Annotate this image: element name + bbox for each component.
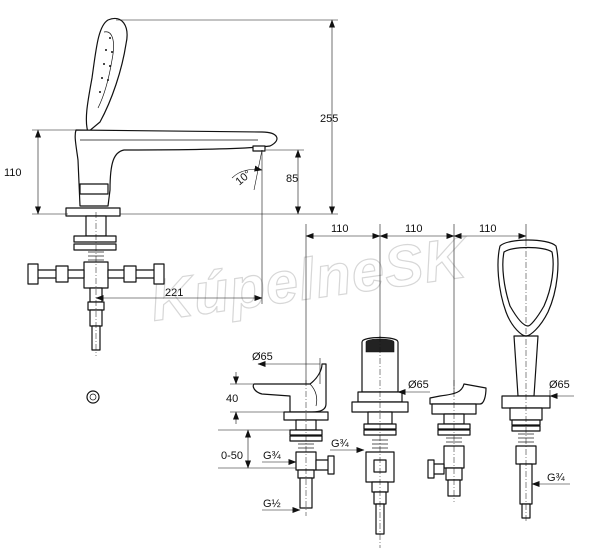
dim-spacing-3: 110 (479, 223, 497, 235)
dim-thread-half: G½ (263, 498, 281, 510)
side-view: 255 110 85 10° 221 (4, 17, 338, 404)
front-hand-shower (497, 239, 559, 522)
dim-diameter-shower: Ø65 (549, 379, 570, 391)
dim-diameter-left: Ø65 (252, 351, 273, 363)
dim-total-height: 255 (320, 113, 338, 125)
dim-thread-left: G¾ (263, 450, 282, 462)
dim-projection: 221 (165, 287, 183, 299)
dim-angle: 10° (233, 168, 253, 188)
front-valve-left (252, 363, 335, 516)
dim-spout-height: 110 (4, 167, 22, 179)
dim-outlet-height: 85 (286, 173, 298, 185)
side-nut-right (123, 265, 137, 283)
front-view: 110 110 110 (218, 223, 574, 548)
dim-diameter-spout: Ø65 (408, 379, 429, 391)
side-spout-body (74, 129, 278, 207)
side-hand-shower (85, 17, 128, 133)
side-fitting-left (27, 263, 39, 285)
side-nut-left (55, 265, 69, 283)
side-deck-plate (65, 207, 121, 217)
side-aerator (252, 145, 266, 152)
side-spray-nozzles (99, 37, 113, 93)
dim-spacing-2: 110 (405, 223, 423, 235)
dim-thread-shower: G¾ (547, 472, 566, 484)
side-nut-1 (73, 235, 117, 243)
dim-spacing-1: 110 (331, 223, 349, 235)
side-nut-2 (73, 243, 117, 251)
dim-handle-height: 40 (226, 393, 238, 405)
dim-deck-range: 0-50 (221, 450, 243, 462)
side-fitting-right (153, 263, 165, 285)
dim-thread-spout: G¾ (331, 438, 350, 450)
side-small-cap (86, 390, 100, 404)
watermark: KúpelneSK (146, 225, 473, 334)
side-lever (79, 183, 109, 195)
front-valve-right (427, 380, 487, 502)
front-spout (351, 336, 409, 548)
